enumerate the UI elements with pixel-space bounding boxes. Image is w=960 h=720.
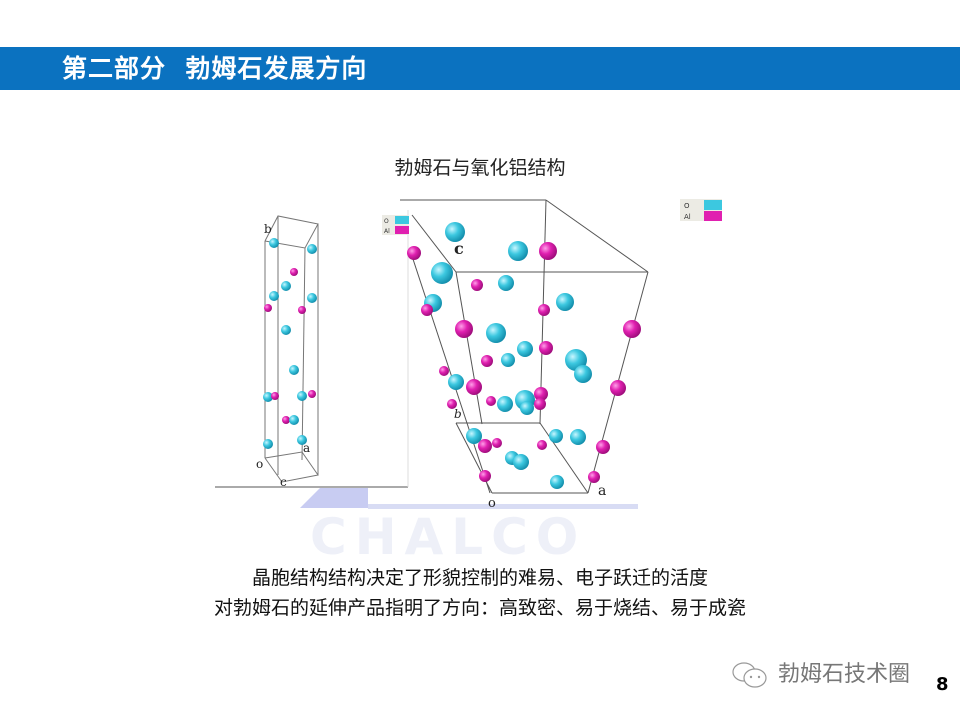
oxygen-atom: [281, 281, 291, 291]
aluminum-atom: [282, 416, 290, 424]
aluminum-atom: [481, 355, 493, 367]
aluminum-atom: [588, 471, 600, 483]
aluminum-atom: [596, 440, 610, 454]
figure-title: 勃姆石与氧化铝结构: [394, 157, 566, 179]
oxygen-atom: [486, 323, 506, 343]
oxygen-atom: [281, 325, 291, 335]
alumina-unit-cell: [400, 199, 649, 494]
legend-left: O Al: [382, 215, 409, 235]
aluminum-atom: [455, 320, 473, 338]
base-shadow: [300, 488, 368, 508]
oxygen-atom: [445, 222, 465, 242]
oxygen-atom: [431, 262, 453, 284]
oxygen-atom: [517, 341, 533, 357]
oxygen-atom: [520, 401, 534, 415]
oxygen-atom: [498, 275, 514, 291]
oxygen-atom: [549, 429, 563, 443]
axis-label-b-right: b: [454, 407, 462, 421]
oxygen-atom: [307, 244, 317, 254]
oxygen-atom: [513, 454, 529, 470]
legend-left-al: Al: [384, 228, 390, 235]
footer-brand-text: 勃姆石技术圈: [778, 662, 911, 687]
legend-left-o: O: [384, 218, 389, 225]
aluminum-atom: [492, 438, 502, 448]
aluminum-atom: [298, 306, 306, 314]
base-shadow-strip: [368, 504, 638, 509]
axis-label-c-left: c: [280, 475, 287, 489]
oxygen-atom: [497, 396, 513, 412]
oxygen-atom: [556, 293, 574, 311]
wechat-icon: [732, 662, 767, 688]
caption-line-1: 晶胞结构结构决定了形貌控制的难易、电子跃迁的活度: [251, 567, 708, 589]
axis-label-c-right: c: [454, 239, 464, 258]
legend-right-o: O: [684, 202, 690, 210]
aluminum-atom: [471, 279, 483, 291]
oxygen-atom: [550, 475, 564, 489]
oxygen-atom: [263, 392, 273, 402]
oxygen-atom: [297, 391, 307, 401]
caption-line-2: 对勃姆石的延伸产品指明了方向：高致密、易于烧结、易于成瓷: [213, 597, 746, 619]
section-header-bar: 第二部分 勃姆石发展方向: [0, 47, 960, 90]
aluminum-atom: [539, 242, 557, 260]
legend-right: O Al: [680, 199, 722, 221]
aluminum-atom: [447, 399, 457, 409]
oxygen-atom: [574, 365, 592, 383]
aluminum-atom: [439, 366, 449, 376]
axis-label-a-left: a: [303, 441, 310, 455]
aluminum-atom: [290, 268, 298, 276]
section-title: 第二部分 勃姆石发展方向: [62, 54, 368, 83]
legend-right-al: Al: [684, 213, 691, 221]
oxygen-atom: [297, 435, 307, 445]
oxygen-atom: [289, 365, 299, 375]
aluminum-atom: [610, 380, 626, 396]
aluminum-atom: [479, 470, 491, 482]
aluminum-atom: [271, 392, 279, 400]
aluminum-atom: [486, 396, 496, 406]
aluminum-atom: [534, 387, 548, 401]
aluminum-atom: [466, 379, 482, 395]
aluminum-atom: [407, 246, 421, 260]
oxygen-atom: [289, 415, 299, 425]
watermark-logo: CHALCO: [310, 508, 587, 566]
axis-label-a-right: a: [598, 483, 606, 499]
oxygen-atom: [501, 353, 515, 367]
oxygen-atom: [263, 439, 273, 449]
axis-label-o-right: o: [488, 496, 496, 511]
aluminum-atom: [421, 304, 433, 316]
footer-brand: 勃姆石技术圈: [730, 660, 910, 690]
aluminum-atom: [308, 390, 316, 398]
oxygen-atom: [570, 429, 586, 445]
aluminum-atom: [538, 304, 550, 316]
axis-label-o-left: o: [256, 457, 263, 471]
page-number: 8: [936, 674, 949, 695]
oxygen-atom: [269, 291, 279, 301]
aluminum-atom: [264, 304, 272, 312]
oxygen-atom: [466, 428, 482, 444]
aluminum-atom: [539, 341, 553, 355]
aluminum-atom: [534, 398, 546, 410]
aluminum-atom: [537, 440, 547, 450]
boehmite-unit-cell: [264, 215, 319, 483]
axis-label-b-left: b: [264, 222, 272, 236]
oxygen-atom: [307, 293, 317, 303]
aluminum-atom: [623, 320, 641, 338]
oxygen-atom: [269, 238, 279, 248]
oxygen-atom: [508, 241, 528, 261]
aluminum-atom: [478, 439, 492, 453]
oxygen-atom: [448, 374, 464, 390]
